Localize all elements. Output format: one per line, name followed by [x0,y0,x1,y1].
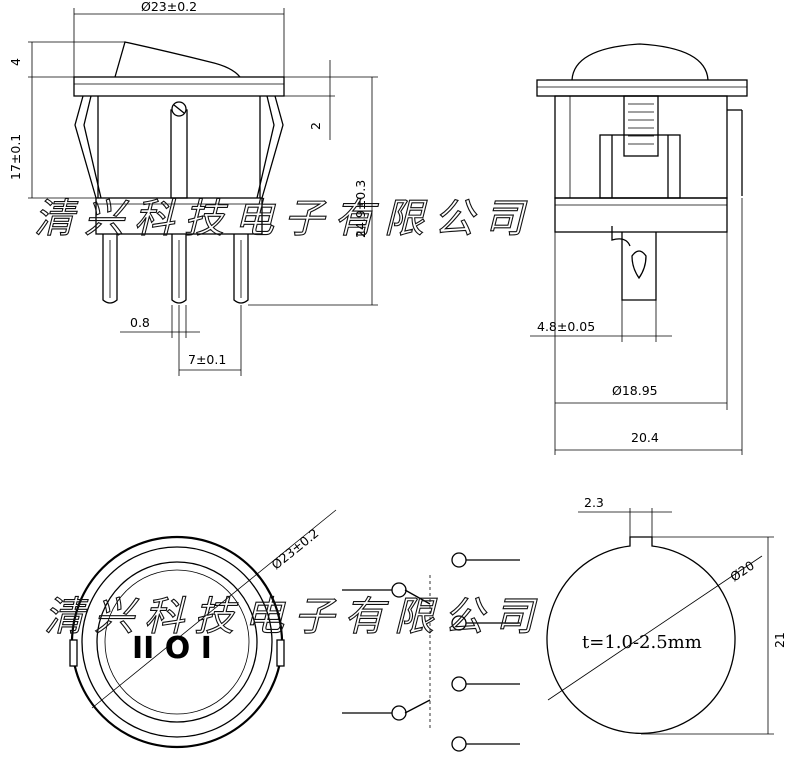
dim-side-flange-width: 20.4 [631,430,659,445]
dim-flange-thickness: 2 [308,122,323,130]
side-flange [536,79,748,97]
terminal-left [102,234,118,304]
dim-cutout-height: 21 [772,632,787,648]
rocker-face [96,561,258,723]
rocker-dome [571,43,709,81]
switch-base [95,197,263,235]
watermark-top: 清兴科技电子有限公司 [34,196,534,242]
dim-key-width: 2.3 [584,495,604,510]
terminal-right [233,234,249,304]
dim-cutout-diameter: Ø20 [727,558,757,585]
dim-rocker-height: 4 [8,58,23,66]
dim-front-diameter: Ø23±0.2 [141,0,197,14]
switch-symbols: II O I [132,631,212,666]
front-view: Ø23±0.2 4 17±0.1 2 24.9±0.3 0.8 7±0.1 [8,0,378,376]
side-view: 4.8±0.05 Ø18.95 20.4 [530,43,748,455]
dim-side-terminal-width: 4.8±0.05 [537,319,595,334]
dim-top-diameter: Ø23±0.2 [268,525,321,572]
watermark-bottom: 清兴科技电子有限公司 [44,594,544,640]
bezel-flange [73,76,285,97]
wiring-schematic [342,552,520,752]
dim-body-height: 17±0.1 [8,134,23,180]
cutout-outline [546,536,736,734]
panel-thickness-note: t=1.0-2.5mm [582,632,702,653]
dim-terminal-width: 0.8 [130,315,150,330]
side-terminal [621,232,657,301]
side-base [554,197,728,233]
clip-outline [74,95,284,199]
terminal-center [171,234,187,304]
rocker-outline [114,41,241,78]
panel-cutout: 2.3 Ø20 21 t=1.0-2.5mm [546,495,787,735]
dim-terminal-pitch: 7±0.1 [188,352,226,367]
dim-total-height: 24.9±0.3 [353,180,368,238]
dim-side-body-diameter: Ø18.95 [612,383,658,398]
